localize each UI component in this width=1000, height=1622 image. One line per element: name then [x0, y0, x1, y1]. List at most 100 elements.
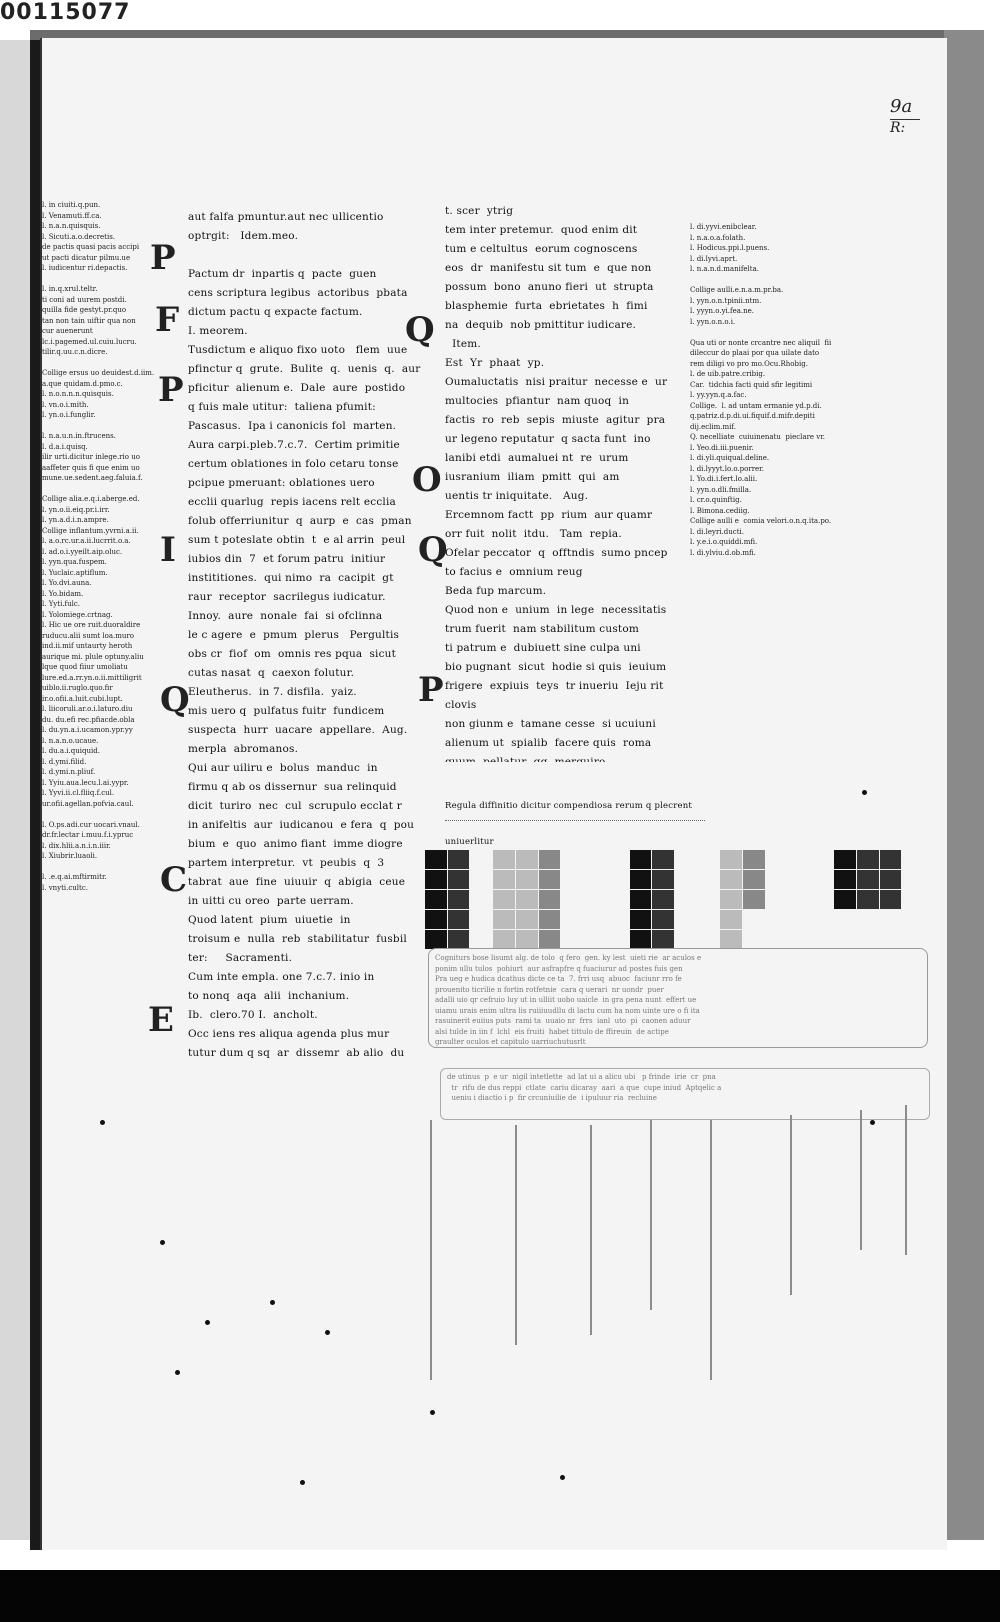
diagram-cell: [675, 850, 697, 869]
text-line: aut falfa pmuntur.aut nec ullicentio: [188, 211, 384, 223]
diagram-cell: [561, 930, 584, 949]
pricking-dot: [100, 1120, 105, 1125]
text-line: guum pellatur qq merguiro.: [445, 756, 609, 762]
diagram-cell: [765, 850, 788, 869]
gloss-line: l. yyn.o.dli.fmilla.: [690, 485, 752, 494]
diagram-cell: [447, 870, 470, 889]
diagram-cell: [515, 850, 538, 869]
text-line: Cum inte empla. one 7.c.7. inio in: [188, 971, 375, 983]
diagram-cell: [561, 890, 584, 909]
gloss-line: l. Yolomiege.crtnag.: [42, 610, 113, 619]
text-line: Eleutherus. in 7. disfila. yaiz.: [188, 686, 357, 698]
gloss-line: rem diligi vo pro mo.Ocu.Rhobig.: [690, 359, 808, 368]
diagram-cell: [743, 850, 765, 869]
diagram-cell: [697, 870, 720, 889]
gloss-line: l. yn.o.i.funglir.: [42, 411, 96, 419]
gloss-line: l. y.e.i.o.quiddi.mfi.: [690, 538, 758, 546]
gloss-line: l. n.a.u.n.in.ftrucens.: [42, 432, 116, 440]
gloss-line: l. Xiubrir.luaoli.: [42, 852, 98, 860]
note-line: tr rifu de dus reppi ctlate cariu dicara…: [447, 1083, 722, 1092]
diagram-cell: [538, 870, 561, 889]
diagram-cell: [629, 930, 652, 949]
diagram-cell: [675, 890, 697, 909]
pen-stroke: [905, 1105, 907, 1255]
gloss-line: ir.o.ofii.a.luit.cubi.lupt.: [42, 694, 123, 703]
text-line: bium e quo animo fiant imme diogre: [188, 838, 403, 850]
gloss-line: Collige alia.e.q.i.aberge.ed.: [42, 495, 140, 503]
gloss-line: q.patriz.d.p.di.ui.fiquif.d.mifr.depiti: [690, 412, 815, 420]
text-line: pcipue pmeruant: oblationes uero: [188, 477, 375, 489]
diagram-cell: [765, 870, 788, 889]
diagram-cell: [720, 870, 743, 889]
text-line: Oumaluctatis nisi praitur necesse e ur: [445, 376, 668, 388]
gloss-line: [690, 327, 905, 338]
diagram-cell: [447, 930, 470, 949]
diagram-cell: [561, 870, 584, 889]
diagram-cell: [447, 850, 470, 869]
text-line: firmu q ab os dissernur sua relinquid: [188, 781, 397, 793]
text-line: Pascasus. Ipa i canonicis fol marten.: [188, 420, 397, 432]
diagram-cell: [470, 930, 493, 949]
diagram-cell: [811, 870, 834, 889]
diagram-cell: [606, 910, 629, 929]
diagram-cell: [697, 910, 720, 929]
diagram-cell: [902, 850, 924, 869]
diagram-cell: [561, 910, 584, 929]
text-line: tem inter pretemur. quod enim dit: [445, 224, 638, 236]
gloss-line: l. yn.o.ii.eiq.pr.i.irr.: [42, 505, 110, 514]
decorated-initial: P: [158, 370, 184, 410]
diagram-cell: [538, 930, 561, 949]
diagram-cell: [493, 890, 515, 909]
note-line: alsi tulde in iin f lchl eis fruiti habe…: [435, 1027, 669, 1036]
gloss-line: ilir urti.dicitur inlege.rio uo: [42, 453, 140, 461]
diagram-cell: [493, 930, 515, 949]
gloss-line: l. di.lyvi.aprt.: [690, 254, 738, 263]
diagram-cell: [606, 890, 629, 909]
diagram-cell: [743, 870, 765, 889]
decorated-initial: O: [412, 460, 442, 500]
diagram-cell: [765, 890, 788, 909]
note-line: prouenito ticrilie n fortin rotfetnie ca…: [435, 985, 664, 994]
text-line: t. scer ytrig: [445, 205, 514, 217]
gloss-line: ind.ii.mif untaurty heroth: [42, 642, 133, 650]
gloss-line: l. O.ps.adi.cur uocari.vnaul.: [42, 820, 140, 829]
gloss-line: l. d.a.i.quisq.: [42, 442, 88, 451]
diagram-cell: [629, 890, 652, 909]
gloss-line: l. Sicuti.a.o.decretis.: [42, 232, 116, 241]
gloss-line: l. yyn.o.n.o.i.: [690, 317, 736, 326]
gloss-line: l. in.q.xrul.teltr.: [42, 285, 98, 293]
diagram-cell: [447, 890, 470, 909]
decorated-initial: P: [150, 238, 176, 278]
diagram-cell: [652, 870, 674, 889]
folio-sub-text: R:: [890, 120, 906, 136]
gloss-line: Collige inflantum.yvrni.a.ii.: [42, 526, 139, 535]
diagram-cell: [834, 870, 856, 889]
diagram-cell: [425, 930, 447, 949]
diagram-cell: [584, 850, 606, 869]
gloss-line: l. iudicentur ri.depactis.: [42, 264, 128, 272]
rubric: Regula diffinitio dicitur compendiosa re…: [445, 776, 745, 860]
bottom-marginal-note: de utinus p e ur nigil intetlette ad lat…: [440, 1068, 930, 1120]
text-line: partem interpretur. vt peubis q 3: [188, 857, 385, 869]
text-line: ti patrum e dubiuett sine culpa uni: [445, 642, 641, 654]
right-margin-gloss: l. di.yyvi.enibclear.l. n.a.o.a.folath.l…: [690, 222, 905, 722]
note-line: ueniu i diactio i p fir crcuniuilie de i…: [447, 1094, 657, 1102]
gloss-line: mune.ue.sedent.aeg.faluia.f.: [42, 474, 143, 482]
pricking-dot: [160, 1240, 165, 1245]
text-line: le c agere e pmum plerus Pergultis: [188, 629, 400, 641]
diagram-cell: [606, 850, 629, 869]
diagram-cell: [606, 930, 629, 949]
diagram-cell: [856, 890, 879, 909]
text-line: Beda fup marcum.: [445, 585, 547, 597]
diagram-cell: [697, 930, 720, 949]
text-line: frigere expiuis teys tr inueriu Ieju rit…: [445, 680, 671, 711]
diagram-cell: [834, 890, 856, 909]
text-line: q fuis male utitur: taliena pfumit:: [188, 401, 376, 413]
diagram-cell: [584, 910, 606, 929]
chequered-diagram: [425, 850, 925, 950]
note-line: graulter oculos et capitulo uarriuchutus…: [435, 1038, 586, 1046]
diagram-cell: [515, 890, 538, 909]
text-line: na dequib nob pmittitur iudicare.: [445, 319, 637, 331]
text-line: Aura carpi.pleb.7.c.7. Certim primitie: [188, 439, 400, 451]
note-line: ponim ullu tulos pohiurt aur asfrapfre q…: [435, 964, 683, 973]
